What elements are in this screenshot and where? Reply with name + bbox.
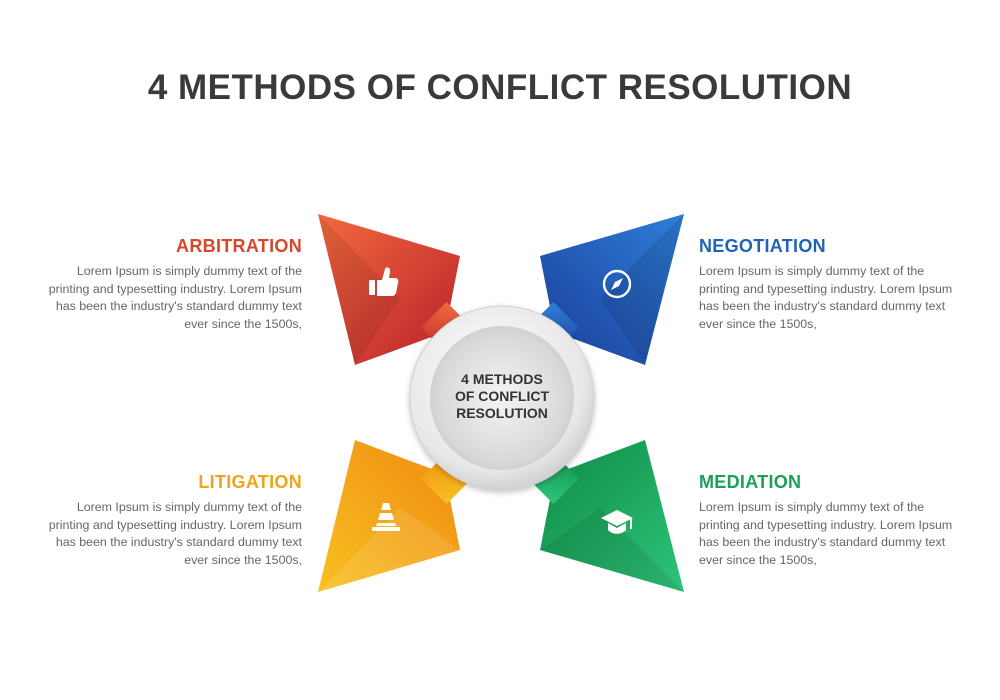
arrow-litigation-shade (318, 508, 460, 592)
method-arbitration: ARBITRATION Lorem Ipsum is simply dummy … (42, 236, 302, 333)
method-arbitration-text: Lorem Ipsum is simply dummy text of the … (48, 264, 302, 331)
center-label-line-2: OF CONFLICT (455, 388, 550, 404)
center-label-line-3: RESOLUTION (456, 405, 548, 421)
traffic-cone-icon (372, 503, 400, 531)
page-title: 4 METHODS OF CONFLICT RESOLUTION (147, 68, 853, 107)
thumbs-up-icon (369, 267, 399, 296)
arrow-negotiation-shade (600, 214, 684, 365)
method-arbitration-heading: ARBITRATION (176, 236, 302, 256)
graduation-cap-icon (601, 510, 633, 534)
method-mediation-heading: MEDIATION (699, 472, 802, 492)
method-negotiation-text: Lorem Ipsum is simply dummy text of the … (699, 264, 953, 331)
center-label-line-1: 4 METHODS (461, 371, 543, 387)
method-litigation: LITIGATION Lorem Ipsum is simply dummy t… (42, 472, 302, 569)
method-negotiation-heading: NEGOTIATION (699, 236, 826, 256)
compass-icon (602, 269, 632, 299)
center-hub (409, 305, 595, 491)
method-litigation-heading: LITIGATION (198, 472, 302, 492)
arrow-mediation-shade (540, 508, 684, 592)
method-mediation-text: Lorem Ipsum is simply dummy text of the … (699, 500, 953, 567)
arrow-arbitration-shade (318, 214, 400, 365)
method-negotiation: NEGOTIATION Lorem Ipsum is simply dummy … (699, 236, 959, 333)
center-hub-inner (430, 326, 574, 470)
method-litigation-text: Lorem Ipsum is simply dummy text of the … (48, 500, 302, 567)
method-mediation: MEDIATION Lorem Ipsum is simply dummy te… (699, 472, 959, 569)
